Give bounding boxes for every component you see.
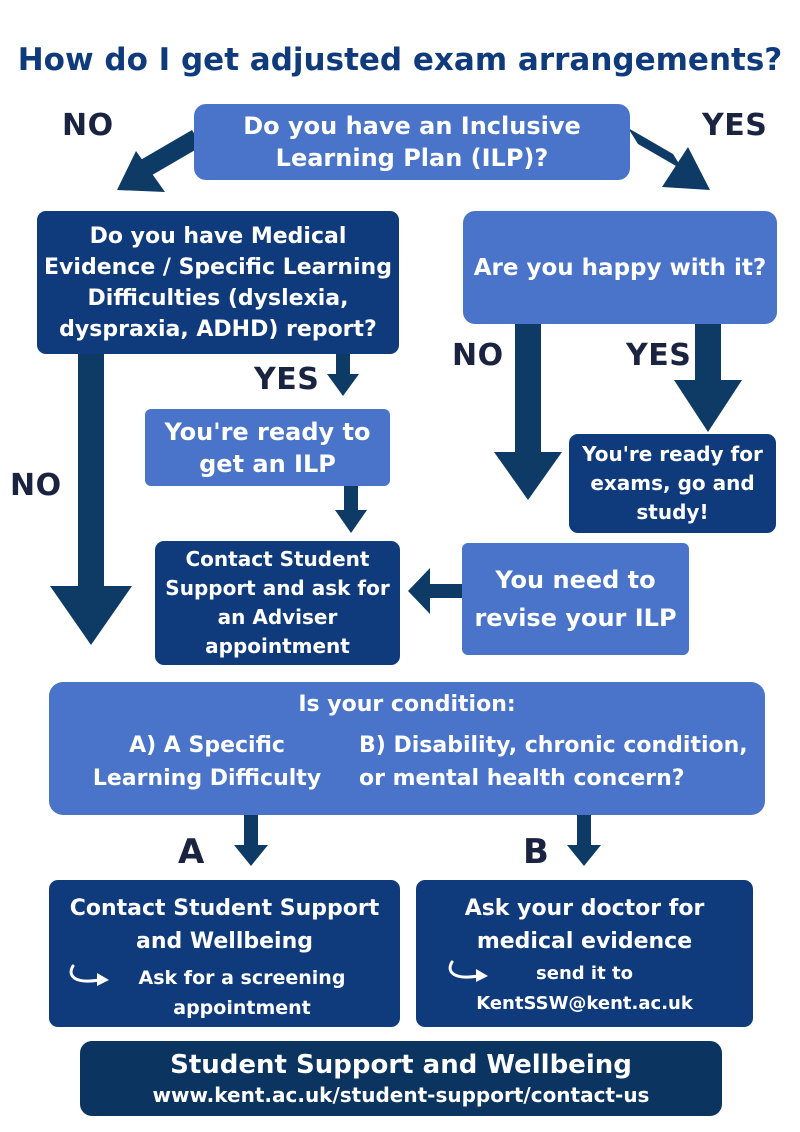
- arrow-revise-to-contact: [408, 568, 464, 614]
- box-text: revise your ILP: [474, 604, 677, 632]
- page-title: How do I get adjusted exam arrangements?: [17, 42, 783, 78]
- option-text: Learning Difficulty: [92, 766, 322, 791]
- ilp-question-box: Do you have an Inclusive Learning Plan (…: [194, 104, 630, 180]
- arrow-happy-yes: [674, 324, 742, 432]
- arrow-ilp-yes: [628, 128, 710, 190]
- box-text: dyspraxia, ADHD) report?: [59, 316, 377, 342]
- box-text: Contact Student Support: [69, 896, 380, 921]
- box-text: Do you have Medical: [89, 223, 347, 249]
- happy-question-box: Are you happy with it?: [463, 211, 777, 324]
- ask-doctor-box: Ask your doctor for medical evidence sen…: [416, 880, 753, 1027]
- label-no: NO: [452, 338, 504, 373]
- condition-option-b: B) Disability, chronic condition, or men…: [359, 729, 759, 795]
- box-text: You're ready to: [164, 417, 371, 446]
- box-text: and Wellbeing: [135, 929, 314, 954]
- arrow-option-b: [567, 815, 601, 866]
- contact-ssw-box: Contact Student Support and Wellbeing As…: [49, 880, 400, 1027]
- box-text: medical evidence: [476, 929, 693, 954]
- condition-question-box: Is your condition: A) A Specific Learnin…: [49, 682, 765, 815]
- box-text: You're ready for: [582, 442, 763, 466]
- box-text: Support and ask for: [165, 576, 390, 600]
- arrow-ready-to-contact: [335, 486, 367, 533]
- arrow-option-a: [234, 815, 268, 866]
- ready-for-ilp-box: You're ready to get an ILP: [145, 409, 390, 486]
- box-text: appointment: [205, 634, 350, 658]
- box-text: Difficulties (dyslexia,: [87, 285, 349, 311]
- arrow-ilp-no: [117, 130, 202, 192]
- label-no: NO: [10, 468, 62, 503]
- arrow-medical-no: [50, 352, 132, 645]
- label-option-b: B: [523, 832, 550, 872]
- condition-option-a: A) A Specific Learning Difficulty: [63, 729, 351, 795]
- box-text: Evidence / Specific Learning: [44, 254, 392, 280]
- ready-for-exams-box: You're ready for exams, go and study!: [569, 434, 776, 533]
- box-text: study!: [636, 500, 709, 524]
- sub-text: send it to: [536, 963, 633, 984]
- label-option-a: A: [178, 832, 205, 872]
- footer-name: Student Support and Wellbeing: [170, 1049, 632, 1080]
- medical-evidence-question-box: Do you have Medical Evidence / Specific …: [37, 211, 399, 354]
- option-text: B) Disability, chronic condition,: [359, 733, 748, 758]
- condition-heading: Is your condition:: [298, 692, 516, 717]
- footer-url[interactable]: www.kent.ac.uk/student-support/contact-u…: [152, 1082, 650, 1107]
- sub-text: appointment: [173, 997, 311, 1019]
- arrow-medical-yes: [327, 352, 359, 396]
- option-text: or mental health concern?: [359, 766, 685, 791]
- label-yes: YES: [254, 362, 320, 397]
- box-text: Ask your doctor for: [464, 896, 705, 921]
- box-text: Are you happy with it?: [473, 254, 767, 281]
- label-yes: YES: [626, 338, 692, 373]
- contact-adviser-box: Contact Student Support and ask for an A…: [155, 541, 400, 665]
- label-yes: YES: [702, 108, 768, 143]
- box-text: Do you have an Inclusive: [243, 112, 581, 140]
- box-text: get an ILP: [199, 449, 336, 478]
- curved-arrow-icon: [448, 960, 488, 982]
- box-text: Learning Plan (ILP)?: [275, 144, 549, 172]
- box-text: You need to: [495, 566, 656, 594]
- email-address: KentSSW@kent.ac.uk: [476, 993, 693, 1014]
- label-no: NO: [62, 108, 114, 143]
- option-text: A) A Specific: [129, 733, 285, 758]
- revise-ilp-box: You need to revise your ILP: [462, 543, 689, 655]
- box-text: Contact Student: [185, 547, 370, 571]
- box-text: an Adviser: [217, 605, 338, 629]
- arrow-happy-no: [494, 324, 562, 500]
- sub-text: Ask for a screening: [138, 967, 346, 989]
- box-text: exams, go and: [590, 471, 755, 495]
- curved-arrow-icon: [69, 964, 109, 986]
- footer-contact-box: Student Support and Wellbeing www.kent.a…: [80, 1041, 722, 1116]
